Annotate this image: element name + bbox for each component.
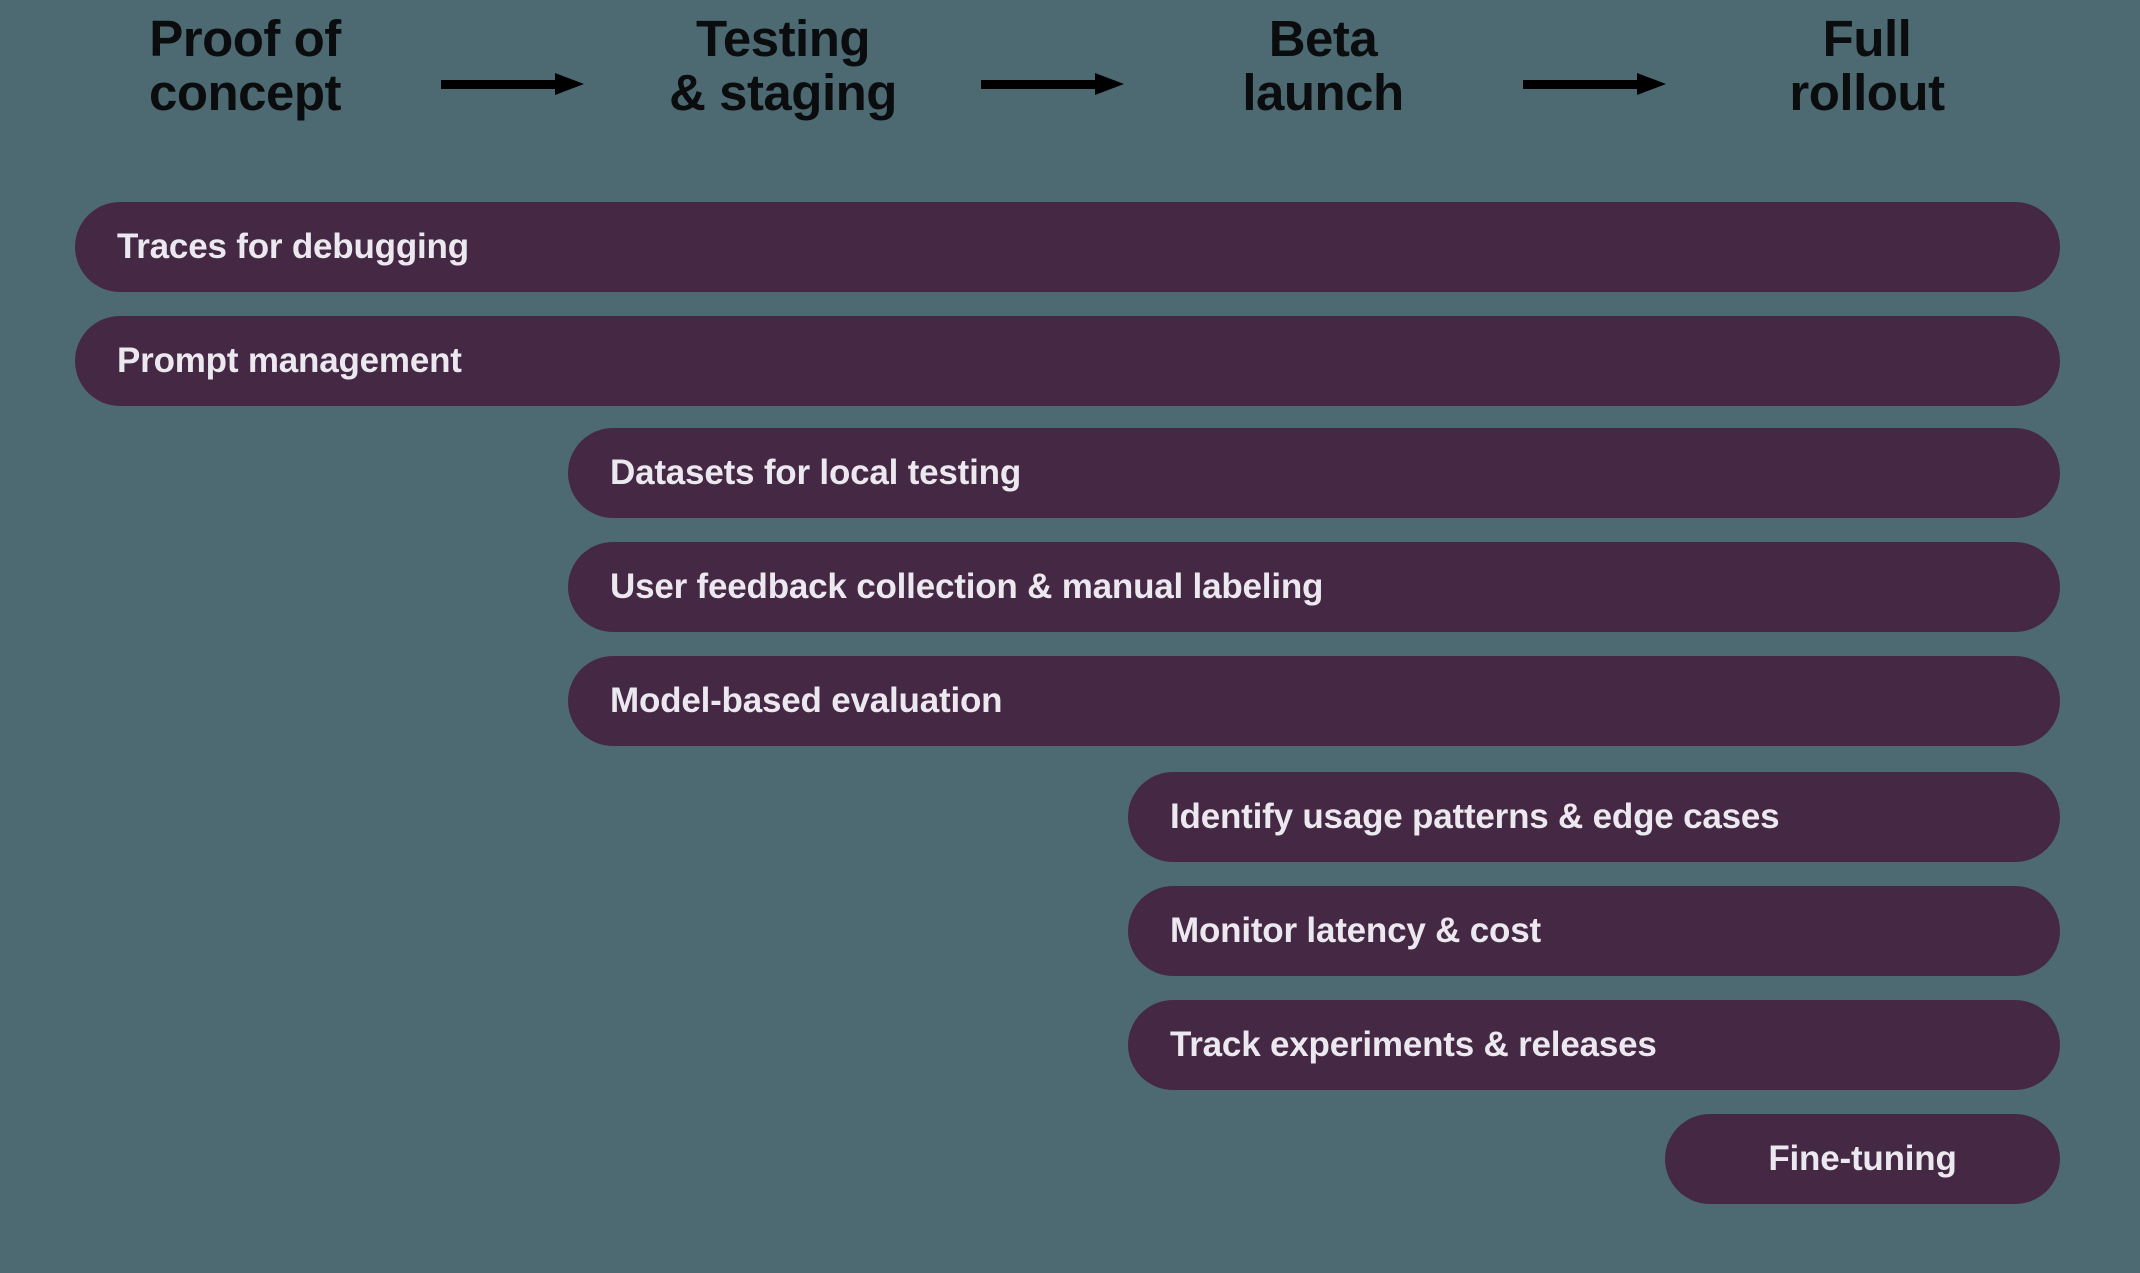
capability-label: Track experiments & releases <box>1170 1025 1657 1064</box>
arrow-right-icon-poc-to-testing <box>441 73 584 95</box>
stage-label-beta-launch: Beta launch <box>1242 10 1404 122</box>
capability-label: Datasets for local testing <box>610 453 1022 492</box>
arrow-head <box>1637 73 1666 95</box>
arrow-head <box>1095 73 1124 95</box>
capability-bar-datasets-for-local-testing[interactable]: Datasets for local testing <box>568 428 2060 518</box>
capability-label: Identify usage patterns & edge cases <box>1170 797 1780 836</box>
arrow-shaft <box>441 80 555 89</box>
capability-bar-prompt-management[interactable]: Prompt management <box>75 316 2060 406</box>
stage-label-proof-of-concept: Proof of concept <box>148 10 342 122</box>
capability-bar-track-experiments-releases[interactable]: Track experiments & releases <box>1128 1000 2060 1090</box>
capability-label: User feedback collection & manual labeli… <box>610 567 1324 606</box>
capability-bar-fine-tuning[interactable]: Fine-tuning <box>1665 1114 2060 1204</box>
capability-label: Model-based evaluation <box>610 681 1003 720</box>
capability-bar-user-feedback-collection-manual-labeling[interactable]: User feedback collection & manual labeli… <box>568 542 2060 632</box>
capability-bar-traces-for-debugging[interactable]: Traces for debugging <box>75 202 2060 292</box>
capability-label: Fine-tuning <box>1768 1139 1957 1178</box>
capability-label: Prompt management <box>117 341 462 380</box>
capability-label: Monitor latency & cost <box>1170 911 1541 950</box>
arrow-head <box>555 73 584 95</box>
arrow-right-icon-testing-to-beta <box>981 73 1124 95</box>
arrow-shaft <box>981 80 1095 89</box>
stage-label-testing-and-staging: Testing & staging <box>669 10 897 122</box>
capability-bar-monitor-latency-cost[interactable]: Monitor latency & cost <box>1128 886 2060 976</box>
capability-bar-model-based-evaluation[interactable]: Model-based evaluation <box>568 656 2060 746</box>
arrow-right-icon-beta-to-rollout <box>1523 73 1666 95</box>
stage-label-full-rollout: Full rollout <box>1789 10 1945 122</box>
capability-bar-identify-usage-patterns-edge-cases[interactable]: Identify usage patterns & edge cases <box>1128 772 2060 862</box>
arrow-shaft <box>1523 80 1637 89</box>
capability-label: Traces for debugging <box>117 227 469 266</box>
